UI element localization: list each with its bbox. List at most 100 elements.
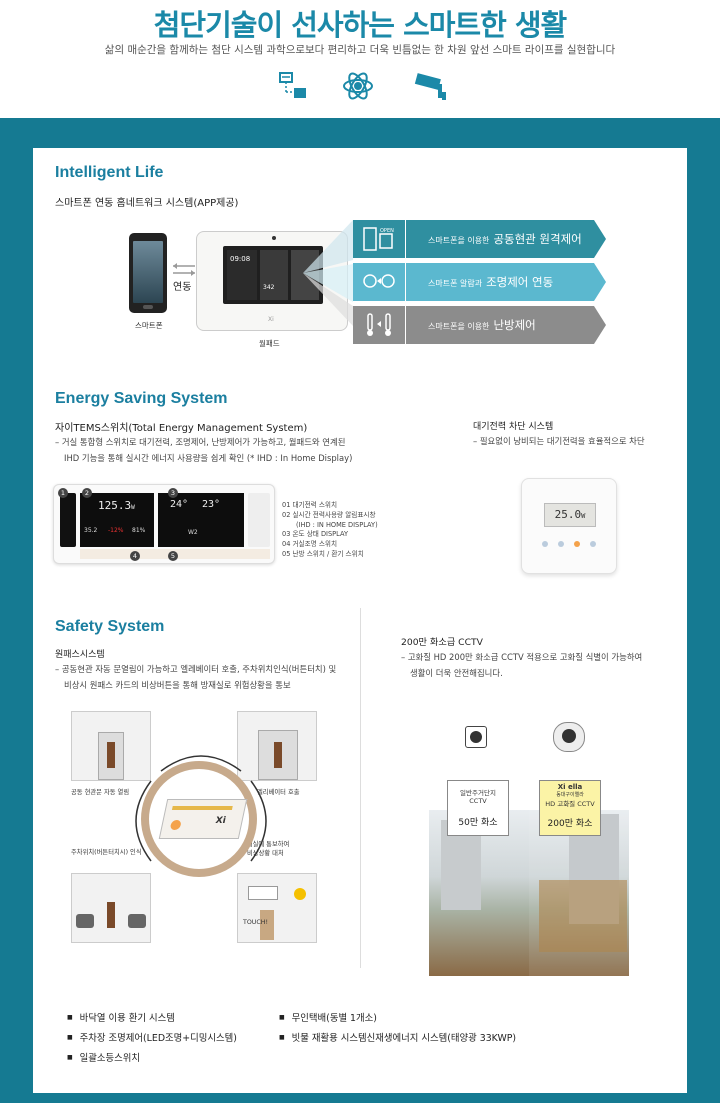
energy-desc-line2: IHD 기능을 통해 실시간 에너지 사용량을 쉽게 확인 (* IHD : I… [64,453,353,463]
cctv-desc: – 고화질 HD 200만 화소급 CCTV 적용으로 고화질 식별이 가능하여… [401,649,642,681]
flow-arrows [135,755,267,862]
hd-cctv-label-2: HD 고화질 CCTV [545,800,595,808]
wallpad-label: 월패드 [259,339,280,348]
elevator-scene [237,711,317,781]
page-title: 첨단기술이 선사하는 스마트한 생활 [153,8,568,42]
hd-cctv-box: Xi ella 동대구이엘라 HD 고화질 CCTV 200만 화소 [539,780,601,836]
intelligent-title: Intelligent Life [55,164,164,181]
content-card: Intelligent Life 스마트폰 연동 홈네트워크 시스템(APP제공… [33,148,687,1093]
wallpad-value: 342 [263,284,275,291]
link-label: 연동 [173,282,192,293]
hd-cctv-brand: Xi ella [557,783,583,791]
smartphone-image [129,233,167,313]
content-background: Intelligent Life 스마트폰 연동 홈네트워크 시스템(APP제공… [0,118,720,1103]
standby-readout: 25.0 [554,508,582,521]
cctv-line1: – 고화질 HD 200만 화소급 CCTV 적용으로 고화질 식별이 가능하여 [401,652,643,662]
hd-cctv-camera [553,722,585,752]
wonpass-illustration: 공동 현관문 자동 열림 엘리베이터 호출 주차위치(버튼터치시) 인식 방재실… [71,711,331,971]
hd-cctv-value: 200만 화소 [547,819,593,829]
door-control-icon: OPEN [353,220,405,258]
atom-icon [342,70,374,106]
basic-cctv-camera [465,726,487,748]
energy-subtitle: 자이TEMS스위치(Total Energy Management System… [55,423,308,434]
hero-section: 첨단기술이 선사하는 스마트한 생활 삶의 매순간을 함께하는 첨단 시스템 과… [0,0,720,118]
basic-cctv-box: 일반주거단지 CCTV 50만 화소 [447,780,509,836]
safety-title: Safety System [55,618,165,635]
wonpass-line2: 비상시 원패스 카드의 비상버튼을 통해 방재실로 위험상황을 통보 [64,680,291,690]
beam-graphic [303,220,353,326]
tems-stat1: 35.2 [84,527,98,534]
wonpass-card-circle: Xi [141,761,257,877]
marker-4: 4 [130,551,140,561]
tems-temp2: 23° [202,499,221,510]
tems-legend: 01 대기전력 스위치 02 실시간 전력사용량 알림표시창 (IHD : IN… [282,501,378,560]
hero-icons [278,70,448,104]
cctv-comparison-image: 일반주거단지 CCTV 50만 화소 Xi ella 동대구이엘라 HD 고화질… [429,720,629,976]
legend-item-2: 02 실시간 전력사용량 알림표시창 [282,510,376,519]
intelligent-subtitle: 스마트폰 연동 홈네트워크 시스템(APP제공) [55,198,239,209]
network-icon [278,70,308,106]
feature-heating-prefix: 스마트폰을 이용한 [428,322,490,331]
cctv-title: 200만 화소급 CCTV [401,637,483,648]
bullet-left-1: 바닥열 이용 환기 시스템 [67,1010,175,1024]
tems-stat2: -12% [108,527,124,534]
energy-desc: – 거실 통합형 스위치로 대기전력, 조명제어, 난방제어가 가능하고, 월패… [55,434,352,466]
bullet-right-1: 무인택배(동별 1개소) [279,1010,377,1024]
energy-title: Energy Saving System [55,390,228,407]
parking-scene [71,873,151,943]
feature-light-main: 조명제어 연동 [486,275,554,289]
smartphone-label: 스마트폰 [135,321,163,330]
cctv-icon [414,70,448,106]
svg-text:OPEN: OPEN [380,228,394,234]
wonpass-line1: – 공동현관 자동 문열림이 가능하고 엘레베이터 호출, 주차위치인식(버튼터… [55,664,337,674]
wonpass-desc: – 공동현관 자동 문열림이 가능하고 엘레베이터 호출, 주차위치인식(버튼터… [55,661,336,693]
wallpad-brand: Xi [268,316,274,323]
tems-readout-unit: W [131,504,135,511]
emergency-scene [237,873,317,943]
feature-door-prefix: 스마트폰을 이용한 [428,236,490,245]
legend-item-5: 05 난방 스위치 / 환기 스위치 [282,549,364,558]
marker-2: 2 [82,488,92,498]
tems-mode: W2 [188,529,198,536]
feature-door-main: 공동현관 원격제어 [493,232,582,246]
feature-light-prefix: 스마트폰 알람과 [428,279,483,288]
bullet-left-2: 주차장 조명제어(LED조명+디밍시스템) [67,1030,237,1044]
parking-label: 주차위치(버튼터치시) 인식 [71,849,142,856]
legend-item-1: 01 대기전력 스위치 [282,501,338,509]
legend-item-4: 04 거실조명 스위치 [282,540,338,549]
elevator-label: 엘리베이터 호출 [257,789,300,796]
entrance-scene [71,711,151,781]
emergency-label-1: 방재실에 통보하여 [241,841,290,848]
standby-desc: – 필요없이 낭비되는 대기전력을 효율적으로 차단 [473,436,645,446]
standby-switch-image: 25.0W [521,478,617,574]
marker-3: 3 [168,488,178,498]
safety-divider [360,608,361,968]
wonpass-title: 원패스시스템 [55,650,105,660]
marker-1: 1 [58,488,68,498]
emergency-label-2: 비상상황 대처 [247,850,284,857]
basic-cctv-value: 50만 화소 [458,818,498,828]
cctv-line2: 생활이 더욱 안전해집니다. [410,668,503,678]
wallpad-time: 09:08 [230,255,251,263]
tems-readout: 125.3 [98,499,132,512]
bullet-left-3: 일괄소등스위치 [67,1050,140,1064]
bullet-right-2: 빗물 재활용 시스템신재생에너지 시스템(태양광 33KWP) [279,1030,516,1044]
energy-desc-line1: – 거실 통합형 스위치로 대기전력, 조명제어, 난방제어가 가능하고, 월패… [55,437,346,447]
entrance-label: 공동 현관문 자동 열림 [71,789,130,796]
touch-label: TOUCH! [243,919,269,926]
marker-5: 5 [168,551,178,561]
heating-control-icon [353,306,405,344]
sync-arrows-icon [171,261,197,276]
basic-cctv-label-1: 일반주거단지 [460,789,496,797]
standby-title: 대기전력 차단 시스템 [473,422,554,432]
page-subtitle: 삶의 매순간을 함께하는 첨단 시스템 과학으로보다 편리하고 더욱 빈틈없는 … [104,44,616,56]
basic-cctv-label-2: CCTV [469,797,487,805]
tems-stat3: 81% [132,527,146,534]
standby-readout-unit: W [581,512,586,520]
legend-item-2-note: (IHD : IN HOME DISPLAY) [296,520,378,529]
tems-switch-image: 125.3W 35.2 -12% 81% 24° 23° W2 1 2 3 4 … [53,484,275,564]
hd-cctv-label-1: 동대구이엘라 [556,792,584,798]
